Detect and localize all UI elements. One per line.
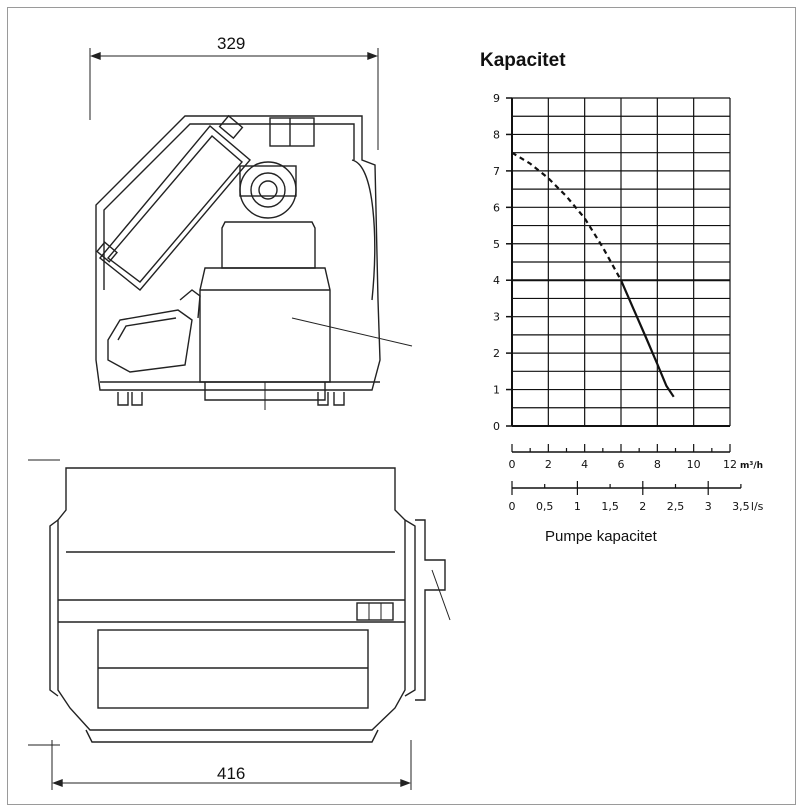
x-unit-primary: m³/h — [740, 461, 763, 471]
chart-x-label: Pumpe kapacitet — [545, 528, 657, 545]
chart-title: Kapacitet — [480, 50, 566, 71]
aco-logo — [356, 602, 394, 621]
x-tick-label-secondary: 1 — [574, 500, 581, 513]
x-unit-secondary: l/s — [751, 500, 764, 513]
y-tick-label: 3 — [493, 311, 500, 324]
x-tick-label-secondary: 0 — [509, 500, 516, 513]
y-tick-label: 0 — [493, 420, 500, 433]
x-tick-label-secondary: 2,5 — [667, 500, 685, 513]
y-tick-label: 2 — [493, 347, 500, 360]
x-tick-label-primary: 6 — [618, 458, 625, 471]
y-tick-label: 8 — [493, 128, 500, 141]
y-tick-label: 4 — [493, 274, 500, 287]
x-tick-label-primary: 2 — [545, 458, 552, 471]
x-tick-label-primary: 12 — [723, 458, 737, 471]
y-tick-label: 6 — [493, 201, 500, 214]
x-tick-label-secondary: 0,5 — [536, 500, 554, 513]
front-view-drawing — [28, 459, 451, 790]
y-tick-label: 1 — [493, 384, 500, 397]
y-tick-label: 7 — [493, 165, 500, 178]
front-width-dimension: 416 — [217, 764, 246, 783]
y-tick-label: 5 — [493, 238, 500, 251]
y-tick-label: 9 — [493, 92, 500, 105]
x-tick-label-secondary: 1,5 — [601, 500, 619, 513]
x-tick-label-secondary: 2 — [639, 500, 646, 513]
capacity-curve-dashed — [511, 151, 622, 281]
capacity-curve-solid — [619, 279, 675, 398]
x-tick-label-primary: 10 — [687, 458, 701, 471]
x-tick-label-primary: 0 — [509, 458, 516, 471]
x-tick-label-primary: 4 — [581, 458, 588, 471]
x-tick-label-secondary: 3 — [705, 500, 712, 513]
side-view-drawing — [89, 48, 413, 410]
x-tick-label-secondary: 3,5 — [732, 500, 750, 513]
side-width-dimension: 329 — [217, 34, 246, 53]
x-tick-label-primary: 8 — [654, 458, 661, 471]
figure-frame — [7, 7, 796, 805]
